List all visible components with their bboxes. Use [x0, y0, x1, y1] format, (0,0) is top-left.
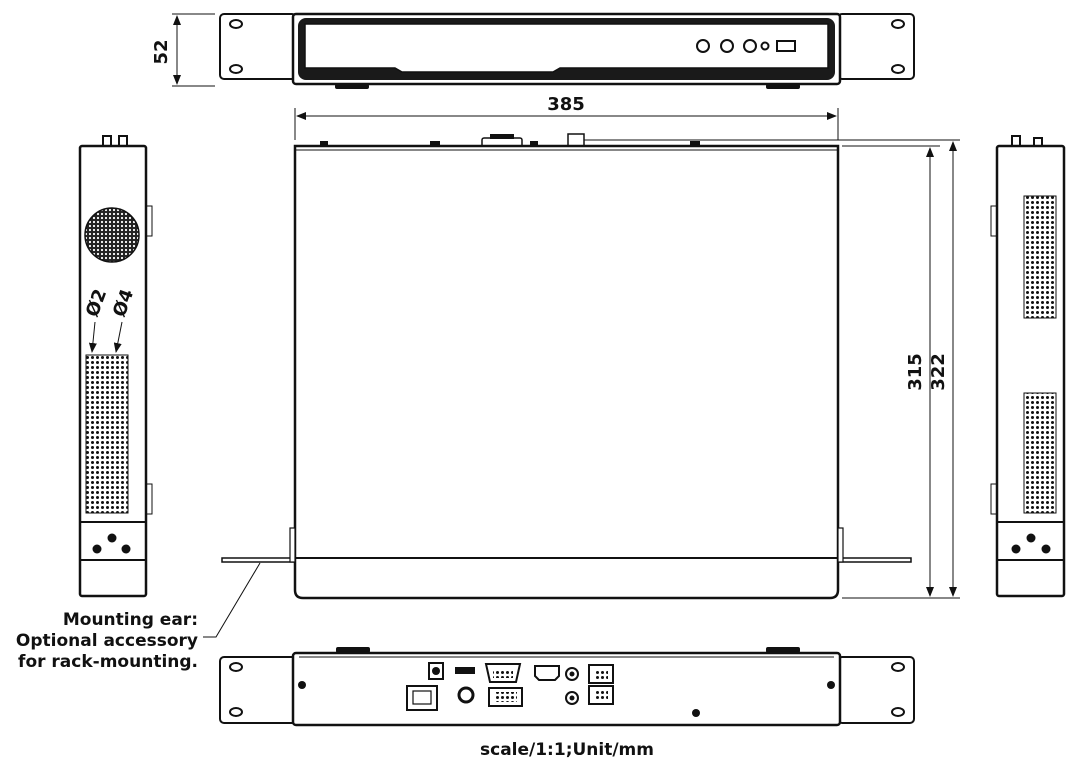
width-dimension-label: 385 [547, 94, 585, 115]
mounting-ear-left [221, 557, 296, 563]
vent-holes-grid [1023, 392, 1057, 514]
front-right-rack-ear [837, 13, 915, 80]
front-button-icon [696, 39, 710, 53]
ethernet-port-icon [588, 685, 614, 705]
dvi-port-icon [488, 687, 523, 707]
callout-line-2: Optional accessory [16, 631, 198, 651]
front-left-rack-ear [219, 13, 297, 80]
audio-jack-icon [457, 686, 475, 704]
top-view: 315 322 [221, 133, 960, 600]
mounting-ear-right [837, 557, 912, 563]
front-button-icon [720, 39, 734, 53]
mounting-ear-callout: Mounting ear: Optional accessory for rac… [16, 562, 261, 672]
fan-grille-icon [84, 207, 140, 263]
hdmi-port-icon [534, 665, 560, 681]
right-side-view [990, 135, 1066, 598]
callout-line-1: Mounting ear: [63, 610, 198, 630]
rear-view [219, 647, 915, 727]
left-side-view: Ø2 Ø4 [78, 135, 153, 598]
rear-left-rack-ear [219, 656, 297, 724]
callout-line-3: for rack-mounting. [18, 652, 198, 672]
rca-jack-icon [565, 691, 579, 705]
height-dimension-label: 52 [151, 39, 172, 64]
rear-right-rack-ear [837, 656, 915, 724]
dc-power-jack-icon [428, 662, 444, 680]
inner-depth-dimension-label: 315 [905, 353, 926, 391]
rs485-connector-icon [455, 667, 475, 674]
vent-holes-grid [85, 354, 129, 514]
front-view: 52 [151, 12, 915, 89]
vent-holes-grid [1023, 195, 1057, 319]
power-switch-icon [406, 685, 438, 711]
rca-jack-icon [565, 667, 579, 681]
vga-port-icon [484, 663, 522, 683]
front-button-icon [743, 39, 757, 53]
front-led-icon [760, 41, 770, 51]
usb-port-icon [776, 40, 796, 52]
outer-depth-dimension-label: 322 [928, 353, 949, 391]
top-view-body [293, 144, 840, 600]
ethernet-port-icon [588, 664, 614, 684]
rear-panel-body [291, 651, 842, 727]
width-dimension: 385 [294, 94, 839, 140]
scale-unit-note: scale/1:1;Unit/mm [480, 740, 654, 760]
